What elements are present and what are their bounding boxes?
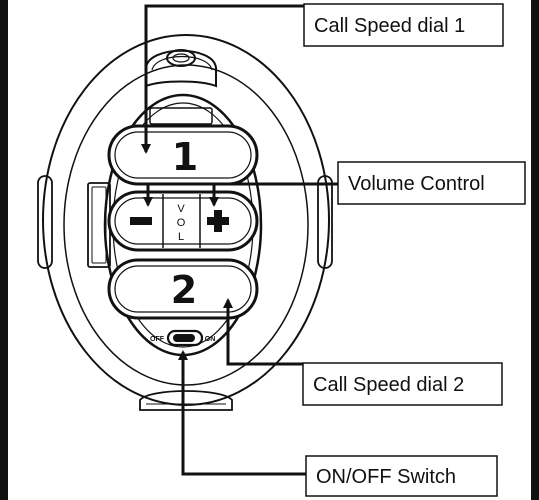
- callout-power-switch: ON/OFF Switch: [305, 455, 498, 497]
- right-side-clip: [317, 175, 333, 269]
- vol-letter-o: O: [177, 217, 186, 229]
- callout-speed-dial-2: Call Speed dial 2: [302, 362, 503, 406]
- callout-speed-dial-1-text: Call Speed dial 1: [314, 15, 465, 37]
- switch-on-label: ON: [205, 336, 216, 343]
- leader-volume: [143, 182, 338, 207]
- callout-power-switch-text: ON/OFF Switch: [316, 466, 456, 488]
- lanyard-loop: [145, 49, 217, 88]
- vol-letter-l: L: [178, 231, 184, 243]
- speed-dial-2-digit: 2: [171, 268, 197, 312]
- bottom-notch: [139, 390, 233, 411]
- leader-speed-dial-2: [223, 298, 303, 366]
- callout-speed-dial-2-text: Call Speed dial 2: [313, 374, 464, 396]
- speed-dial-1-button[interactable]: 1: [107, 124, 259, 186]
- leader-power-switch: [178, 350, 306, 476]
- left-border-bar: [0, 0, 8, 500]
- leader-speed-dial-1: [141, 4, 304, 154]
- lanyard-hole: [166, 49, 196, 67]
- speed-dial-1-digit: 1: [172, 135, 198, 179]
- power-switch[interactable]: [166, 329, 204, 347]
- callout-speed-dial-1: Call Speed dial 1: [303, 3, 504, 47]
- speed-dial-2-button[interactable]: 2: [107, 258, 259, 320]
- callout-volume-text: Volume Control: [348, 173, 485, 195]
- volume-up-button[interactable]: [207, 210, 229, 232]
- vol-letter-v: V: [177, 203, 185, 215]
- right-border-bar: [531, 0, 539, 500]
- top-slot: [149, 107, 213, 125]
- volume-down-button[interactable]: [130, 217, 152, 225]
- left-side-clip: [37, 175, 53, 269]
- outer-shell: [42, 34, 330, 406]
- switch-off-label: OFF: [150, 336, 165, 343]
- callout-volume: Volume Control: [337, 161, 526, 205]
